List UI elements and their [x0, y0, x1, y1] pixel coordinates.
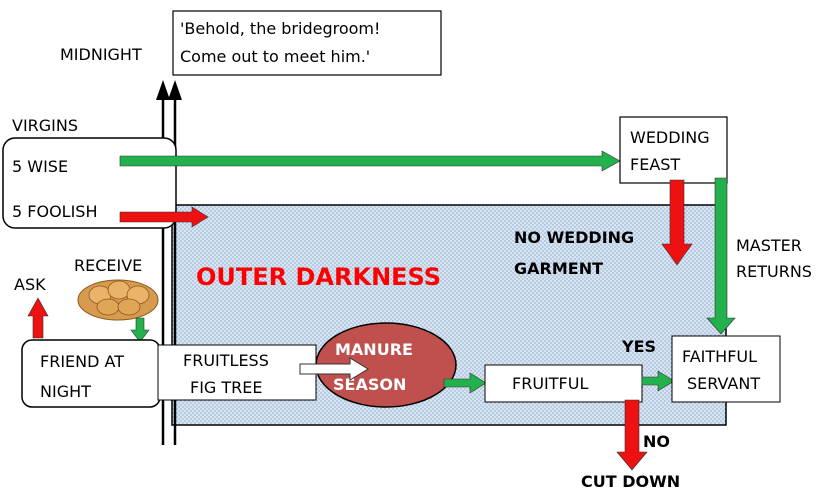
wise-label: 5 WISE — [12, 157, 68, 176]
yes-arrow — [641, 370, 675, 392]
master-line-2: RETURNS — [736, 262, 812, 281]
manure-line-1: MANURE — [335, 340, 413, 359]
quote-line-1: 'Behold, the bridegroom! — [180, 19, 380, 38]
fig-line-2: FIG TREE — [190, 378, 263, 397]
master-returns-arrow — [706, 177, 736, 335]
fig-to-manure-arrow — [299, 357, 369, 381]
friend-line-1: FRIEND AT — [40, 352, 124, 371]
friend-line-2: NIGHT — [40, 382, 91, 401]
foolish-arrow — [119, 206, 209, 228]
outer-darkness-label: OUTER DARKNESS — [196, 263, 441, 291]
no-wedding-line-2: GARMENT — [514, 259, 603, 278]
faithful-line-1: FAITHFUL — [682, 347, 757, 366]
timeline-arrowhead-right — [168, 80, 182, 100]
fruitful-box — [484, 364, 643, 403]
yes-label: YES — [621, 337, 656, 356]
bread-loaf-icon — [77, 279, 159, 321]
wise-arrow — [119, 150, 621, 172]
receive-arrow — [130, 317, 150, 343]
wedding-line-1: WEDDING — [630, 128, 710, 147]
foolish-label: 5 FOOLISH — [12, 202, 97, 221]
fig-line-1: FRUITLESS — [183, 351, 269, 370]
no-label: NO — [643, 432, 670, 451]
ask-label: ASK — [14, 275, 46, 294]
timeline-arrowhead-left — [156, 80, 170, 100]
fig-tree-box — [157, 344, 317, 401]
quote-box — [172, 10, 442, 76]
no-wedding-line-1: NO WEDDING — [514, 228, 634, 247]
faithful-servant-box — [671, 335, 781, 403]
ask-arrow — [27, 297, 49, 339]
wedding-feast-box — [619, 116, 728, 184]
master-line-1: MASTER — [736, 236, 802, 255]
manure-line-2: SEASON — [333, 375, 406, 394]
receive-label: RECEIVE — [74, 256, 142, 275]
virgins-label: VIRGINS — [12, 116, 78, 135]
fruitful-label: FRUITFUL — [512, 374, 588, 393]
midnight-label: MIDNIGHT — [60, 45, 142, 64]
faithful-line-2: SERVANT — [687, 374, 760, 393]
cut-down-arrow — [616, 399, 648, 471]
cut-down-label: CUT DOWN — [581, 472, 680, 491]
wedding-line-2: FEAST — [630, 155, 680, 174]
no-garment-arrow — [661, 179, 693, 266]
manure-to-fruitful-arrow — [443, 372, 487, 394]
quote-line-2: Come out to meet him.' — [180, 47, 370, 66]
